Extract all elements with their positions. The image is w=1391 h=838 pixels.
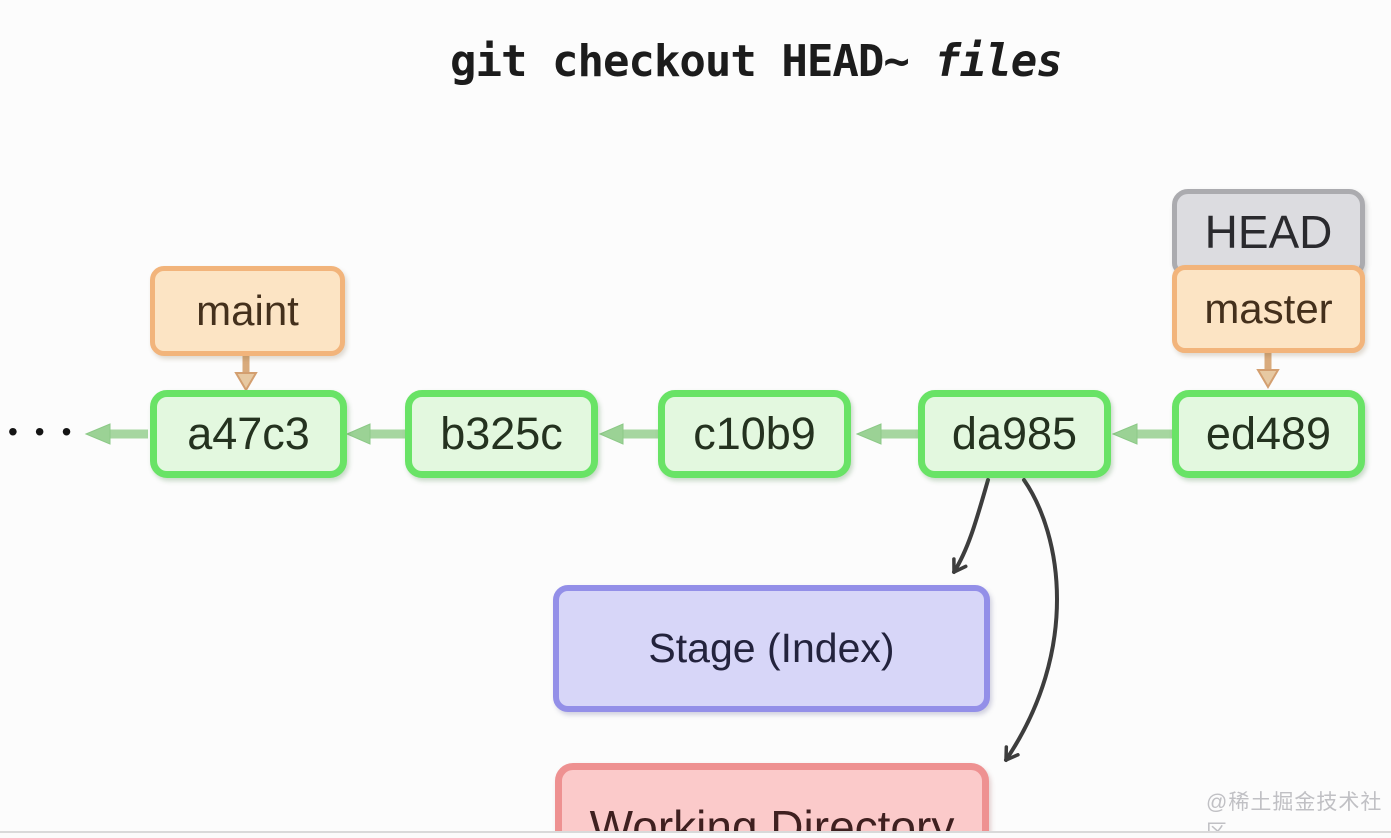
- arrowhead-down-icon: [1256, 369, 1280, 389]
- commit-node-ed489: ed489: [1172, 390, 1365, 478]
- stage-index-box: Stage (Index): [553, 585, 990, 712]
- history-ellipsis: •••: [8, 416, 89, 447]
- title-argument: files: [934, 36, 1062, 87]
- commit-node-da985: da985: [918, 390, 1111, 478]
- arrow-da985-to-working-directory: [1004, 478, 1059, 762]
- commit-node-b325c: b325c: [405, 390, 598, 478]
- head-text: HEAD: [1204, 206, 1333, 258]
- arrowhead-left-icon: [598, 423, 624, 445]
- arrowhead-left-icon: [345, 423, 371, 445]
- arrowhead-down-icon: [234, 372, 258, 392]
- commit-id: ed489: [1205, 408, 1332, 459]
- arrowhead-left-icon: [84, 423, 111, 445]
- branch-pointer-arrows: [234, 353, 1280, 392]
- diagram-title: git checkout HEAD~ files: [450, 36, 1063, 87]
- stage-label: Stage (Index): [648, 625, 895, 671]
- arrow-da985-to-stage: [952, 478, 990, 574]
- bottom-strip: [0, 833, 1391, 838]
- branch-label-maint: maint: [150, 266, 345, 356]
- commit-id: b325c: [440, 408, 563, 459]
- bottom-divider: [0, 831, 1391, 833]
- commit-id: a47c3: [187, 408, 310, 459]
- commit-id: c10b9: [693, 408, 816, 459]
- master-text: master: [1204, 285, 1333, 332]
- title-command: git checkout HEAD~: [450, 36, 935, 87]
- commit-node-a47c3: a47c3: [150, 390, 347, 478]
- arrowhead-left-icon: [855, 423, 882, 445]
- commit-node-c10b9: c10b9: [658, 390, 851, 478]
- maint-label: maint: [196, 287, 299, 334]
- branch-label-master: master: [1172, 265, 1365, 353]
- commit-id: da985: [951, 408, 1078, 459]
- arrowhead-left-icon: [1111, 423, 1138, 445]
- working-directory-box: Working Directory: [555, 763, 989, 838]
- head-label: HEAD: [1172, 189, 1365, 275]
